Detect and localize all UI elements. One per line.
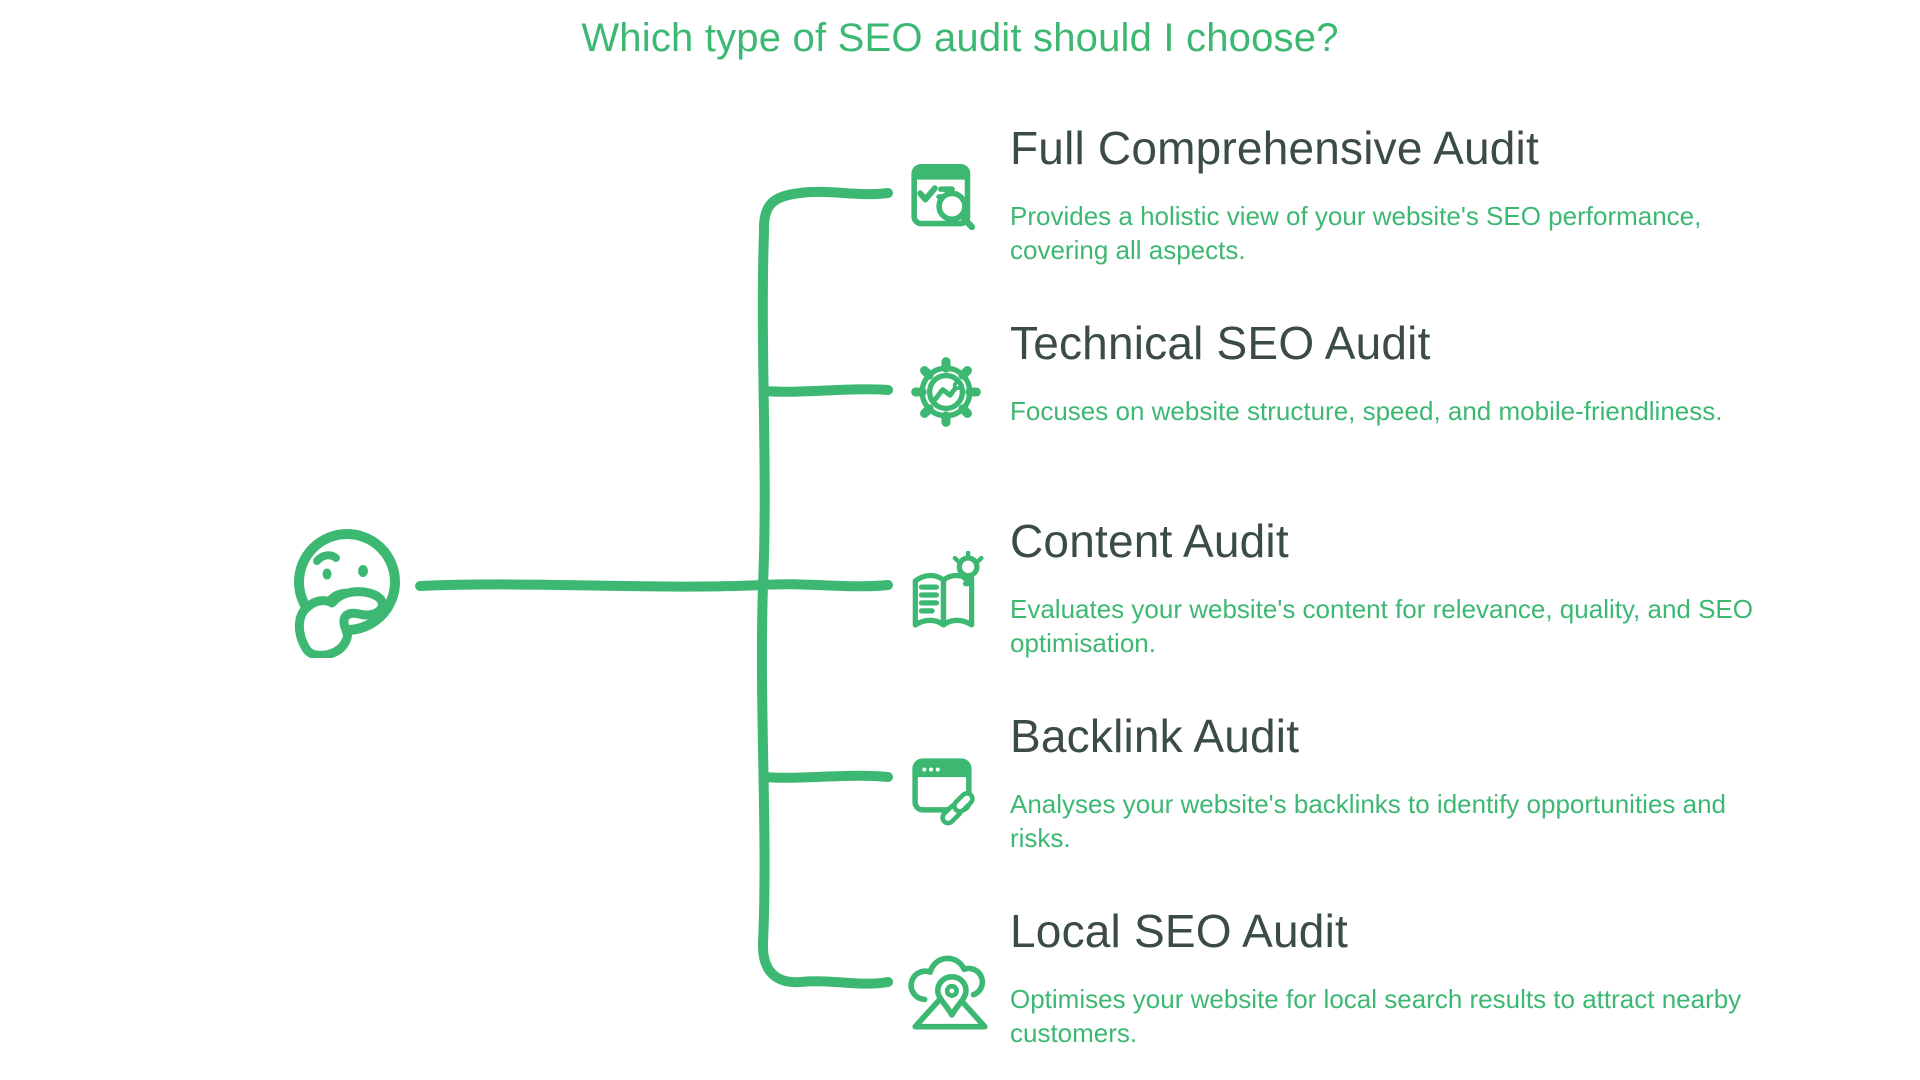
branch-title: Full Comprehensive Audit [1010,122,1539,174]
browser-chain-link-icon [905,746,989,830]
page-title: Which type of SEO audit should I choose? [581,16,1339,60]
branch-title: Local SEO Audit [1010,905,1348,957]
gear-trend-chart-icon [905,351,987,433]
branch-description: Analyses your website's backlinks to ide… [1010,789,1727,853]
branch-description: Evaluates your website's content for rel… [1010,594,1753,658]
branch-title: Technical SEO Audit [1010,317,1431,369]
branch-description: Optimises your website for local search … [1010,984,1742,1048]
branch-title: Backlink Audit [1010,710,1300,762]
cloud-location-pin-icon [903,943,997,1037]
eyebrow [313,551,340,565]
branch-title: Content Audit [1010,515,1289,567]
open-book-lightbulb-icon [903,551,991,639]
branch-description: Focuses on website structure, speed, and… [1010,396,1723,426]
branch-description: Provides a holistic view of your website… [1010,201,1702,265]
webpage-checklist-magnifier-icon [903,153,989,239]
thinking-face-icon [286,524,404,658]
